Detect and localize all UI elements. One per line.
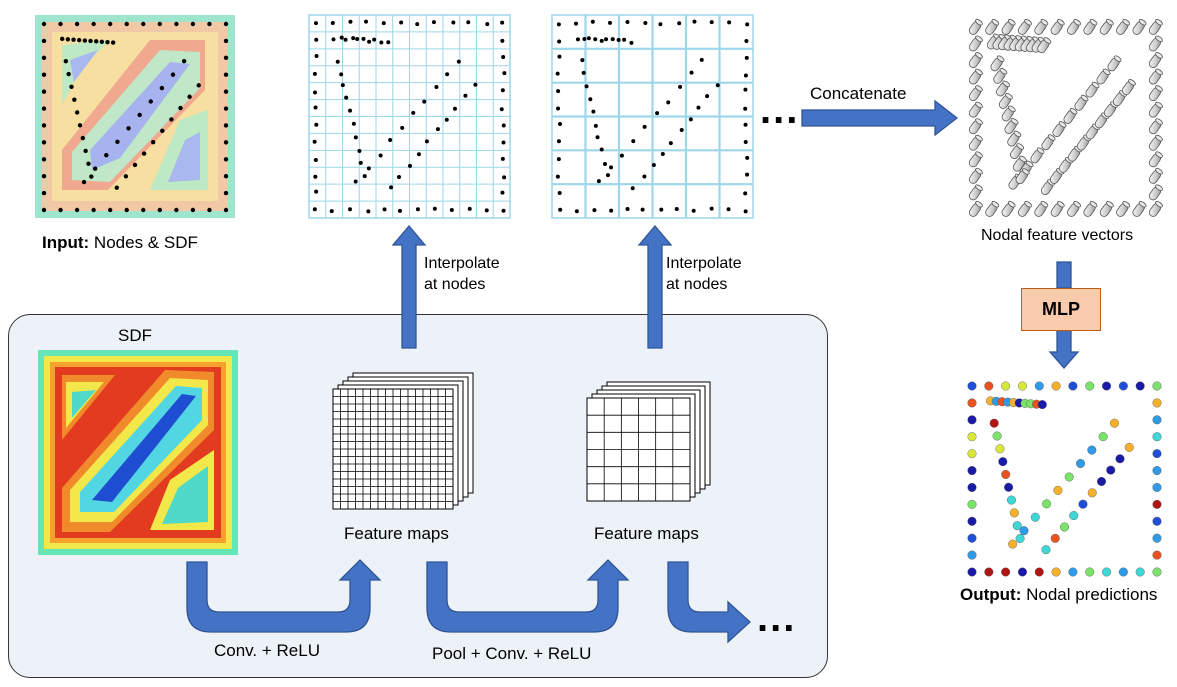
concatenate-label: Concatenate	[810, 84, 907, 103]
feature-maps-label-2: Feature maps	[594, 524, 699, 543]
concatenate-arrow	[801, 99, 959, 137]
to-mlp-arrow	[1056, 261, 1072, 289]
output-caption: Output: Nodal predictions	[960, 585, 1158, 604]
output-predictions-image	[967, 381, 1162, 577]
nodal-feature-vectors-image	[968, 19, 1163, 217]
feature-map-stack-coarse	[586, 381, 711, 502]
pool-conv-relu-label: Pool + Conv. + ReLU	[432, 644, 592, 663]
interpolate-arrow-1	[391, 224, 427, 349]
sdf-input-map	[38, 350, 238, 555]
nodal-feature-vectors-label: Nodal feature vectors	[981, 227, 1134, 244]
ellipsis-top: ...	[760, 88, 800, 132]
input-caption: Input: Nodes & SDF	[42, 233, 198, 252]
ellipsis-bottom: ...	[757, 596, 797, 640]
input-sdf-image	[35, 15, 235, 218]
conv-relu-arrow	[186, 559, 382, 633]
conv-relu-label: Conv. + ReLU	[214, 641, 320, 660]
pool-conv-relu-arrow	[426, 559, 630, 633]
interpolate-arrow-2	[637, 224, 673, 349]
mlp-to-output-arrow	[1048, 329, 1080, 369]
feature-map-stack-fine	[332, 372, 474, 510]
mlp-box: MLP	[1021, 288, 1101, 331]
sdf-label: SDF	[118, 326, 152, 345]
feature-maps-label-1: Feature maps	[344, 524, 449, 543]
coarse-grid-nodes-image	[551, 14, 754, 219]
fine-grid-nodes-image	[308, 14, 511, 219]
continue-arrow	[667, 561, 751, 644]
